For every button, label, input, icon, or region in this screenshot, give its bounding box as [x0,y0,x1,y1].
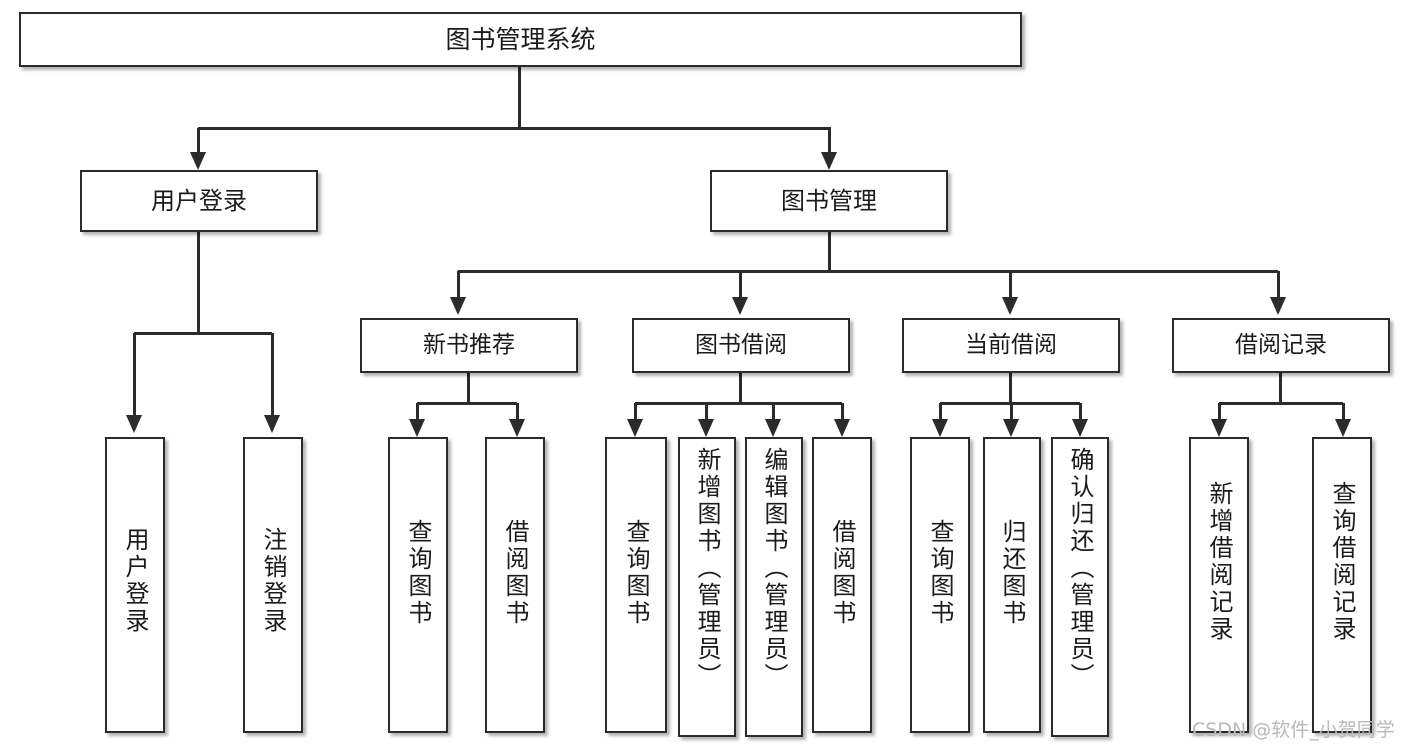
connector-bus-user-children [134,332,272,335]
node-leaf-add-borrow-record[interactable]: 新增借阅记录 [1189,437,1249,733]
arrowhead-icon-group-1-1 [698,419,714,437]
connector-drop-level2-0 [457,271,460,297]
node-leaf-return-book[interactable]: 归还图书 [983,437,1041,733]
connector-group-drop-1-1 [705,403,708,419]
node-leaf-query-book-2-label: 查询图书 [622,519,650,627]
node-leaf-edit-book-admin-label: 编辑图书（管理员） [760,447,788,690]
arrowhead-icon-level2-2 [1002,297,1018,315]
node-leaf-confirm-return-admin[interactable]: 确认归还（管理员） [1051,437,1109,737]
arrowhead-icon-group-2-2 [1072,419,1088,437]
node-current-borrow[interactable]: 当前借阅 [902,318,1120,373]
node-root-label: 图书管理系统 [445,24,596,54]
node-leaf-user-login-label: 用户登录 [121,527,149,635]
node-leaf-borrow-book-2[interactable]: 借阅图书 [812,437,872,733]
node-new-book-recommend-label: 新书推荐 [423,331,515,358]
node-leaf-query-book-1-label: 查询图书 [404,519,432,627]
node-leaf-query-borrow-record[interactable]: 查询借阅记录 [1312,437,1372,733]
arrowhead-icon-group-1-2 [765,419,781,437]
watermark-text: CSDN @软件_小贺同学 [1192,719,1395,741]
node-user-login[interactable]: 用户登录 [80,170,318,232]
node-leaf-query-book-3-label: 查询图书 [926,519,954,627]
connector-drop-level2-3 [1277,271,1280,297]
connector-drop-level2-2 [1009,271,1012,297]
connector-group-drop-3-1 [1342,403,1345,419]
arrowhead-icon-level2-1 [732,297,748,315]
node-leaf-borrow-book-2-label: 借阅图书 [828,519,856,627]
connector-group-stem-0 [467,373,470,403]
node-leaf-user-logout-label: 注销登录 [259,527,287,635]
connector-group-drop-2-0 [939,403,942,419]
arrowhead-icon-level2-3 [1270,297,1286,315]
connector-group-bus-1 [635,402,842,405]
node-leaf-borrow-book-1[interactable]: 借阅图书 [485,437,545,733]
connector-group-drop-2-2 [1079,403,1082,419]
node-leaf-query-book-2[interactable]: 查询图书 [605,437,667,733]
node-leaf-confirm-return-admin-label: 确认归还（管理员） [1066,447,1094,690]
arrowhead-icon-group-1-3 [834,419,850,437]
connector-bus-level2 [458,270,1278,273]
connector-bus-level1 [198,127,831,130]
arrowhead-icon-group-0-1 [509,419,525,437]
node-book-borrow-label: 图书借阅 [695,331,787,358]
arrowhead-icon-group-1-0 [627,419,643,437]
connector-group-drop-0-0 [416,403,419,419]
connector-drop-user-1 [271,333,274,415]
arrowhead-icon-level2-0 [450,297,466,315]
connector-user-stem [197,232,200,333]
connector-drop-level2-1 [739,271,742,297]
arrowhead-icon-group-3-1 [1335,419,1351,437]
arrowhead-icon-group-3-0 [1211,419,1227,437]
node-leaf-query-book-1[interactable]: 查询图书 [388,437,448,733]
connector-group-drop-3-0 [1218,403,1221,419]
node-leaf-return-book-label: 归还图书 [998,519,1026,627]
node-leaf-add-book-admin-label: 新增图书（管理员） [693,447,721,690]
arrowhead-icon-level1-1 [821,152,837,170]
node-leaf-add-borrow-record-label: 新增借阅记录 [1205,481,1233,643]
node-leaf-borrow-book-1-label: 借阅图书 [501,519,529,627]
connector-group-stem-3 [1279,373,1282,403]
connector-drop-level1-1 [828,128,831,152]
arrowhead-icon-user-0 [126,415,142,433]
node-leaf-query-borrow-record-label: 查询借阅记录 [1328,481,1356,643]
connector-group-stem-1 [739,373,742,403]
arrowhead-icon-group-0-0 [409,419,425,437]
connector-drop-user-0 [133,333,136,415]
node-leaf-query-book-3[interactable]: 查询图书 [910,437,970,733]
node-borrow-record[interactable]: 借阅记录 [1172,318,1390,373]
connector-group-drop-1-2 [772,403,775,419]
connector-book-stem [828,232,831,271]
arrowhead-icon-user-1 [264,415,280,433]
node-current-borrow-label: 当前借阅 [965,331,1057,358]
connector-root-stem [518,67,521,128]
node-book-manage[interactable]: 图书管理 [710,170,948,232]
connector-drop-level1-0 [197,128,200,152]
connector-group-drop-1-0 [634,403,637,419]
node-leaf-user-login[interactable]: 用户登录 [105,437,165,733]
node-new-book-recommend[interactable]: 新书推荐 [360,318,578,373]
node-user-login-label: 用户登录 [151,186,247,215]
node-leaf-user-logout[interactable]: 注销登录 [243,437,303,733]
node-book-borrow[interactable]: 图书借阅 [632,318,850,373]
connector-group-bus-3 [1219,402,1343,405]
arrowhead-icon-group-2-1 [1003,419,1019,437]
connector-group-drop-2-1 [1010,403,1013,419]
arrowhead-icon-group-2-0 [932,419,948,437]
connector-group-stem-2 [1009,373,1012,403]
arrowhead-icon-level1-0 [190,152,206,170]
node-book-manage-label: 图书管理 [781,186,877,215]
node-root[interactable]: 图书管理系统 [19,12,1022,67]
connector-group-bus-0 [417,402,517,405]
node-borrow-record-label: 借阅记录 [1235,331,1327,358]
connector-group-drop-0-1 [516,403,519,419]
connector-group-drop-1-3 [841,403,844,419]
node-leaf-add-book-admin[interactable]: 新增图书（管理员） [678,437,736,737]
node-leaf-edit-book-admin[interactable]: 编辑图书（管理员） [745,437,803,737]
